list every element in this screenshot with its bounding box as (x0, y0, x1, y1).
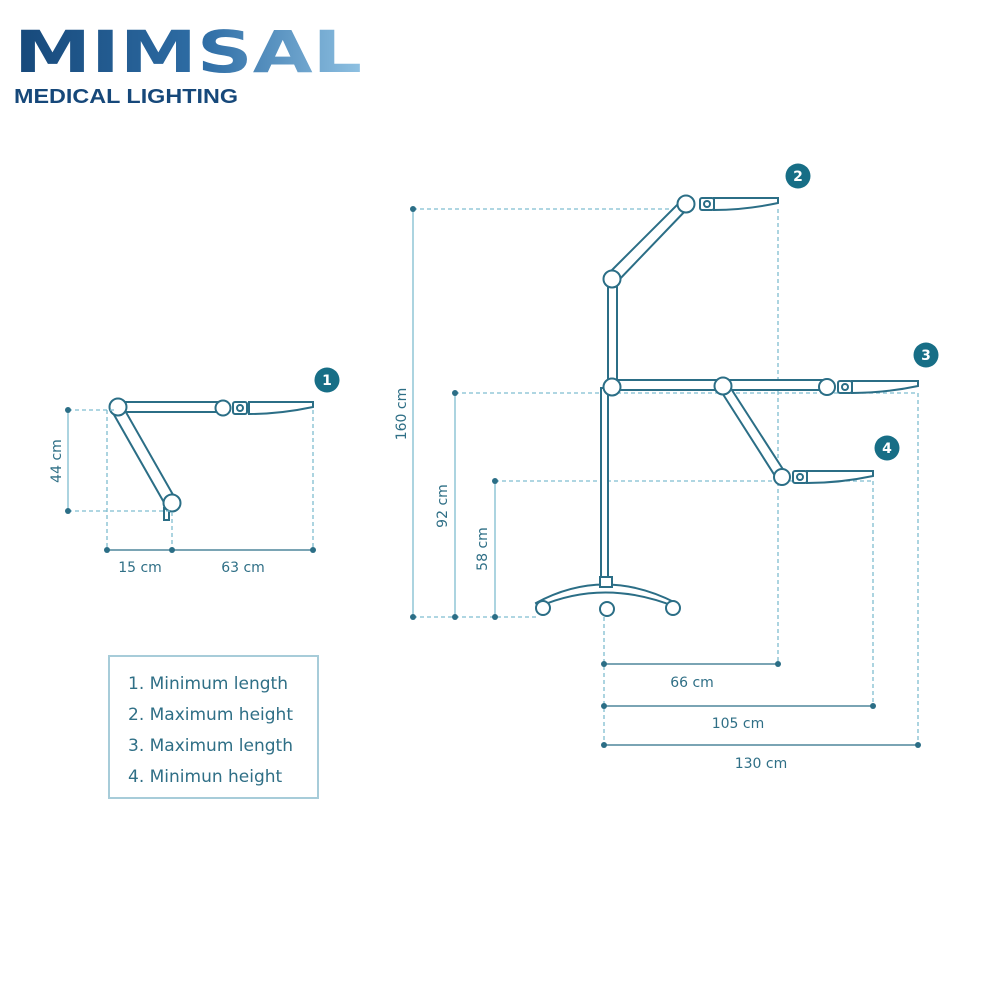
dim-endpoint (601, 742, 607, 748)
dim-endpoint (310, 547, 316, 553)
dim-label-66cm: 66 cm (670, 675, 714, 691)
marker-1: 1 (314, 367, 340, 393)
dim-endpoint (601, 703, 607, 709)
stand-lamp-drawing (534, 194, 919, 617)
dim-endpoint (915, 742, 921, 748)
marker-1-label: 1 (322, 373, 332, 389)
table-lamp-dimensions (67, 409, 314, 551)
dim-endpoint (65, 508, 71, 514)
dim-endpoint (492, 614, 498, 620)
dim-endpoint (775, 661, 781, 667)
legend-list: 1. Minimum length 2. Maximum height 3. M… (110, 657, 317, 799)
legend-item-maximum-height: 2. Maximum height (128, 705, 293, 725)
legend-item-minimum-height: 4. Minimun height (128, 767, 283, 787)
dim-label-105cm: 105 cm (712, 716, 765, 732)
dim-endpoint (65, 407, 71, 413)
dim-label-160cm: 160 cm (394, 388, 410, 441)
dim-endpoint (169, 547, 175, 553)
legend: 1. Minimum length 2. Maximum height 3. M… (108, 655, 319, 799)
marker-3: 3 (913, 342, 939, 368)
dim-label-130cm: 130 cm (735, 756, 788, 772)
logo-wordmark: MIMSAL (14, 18, 362, 86)
logo-tagline: MEDICAL LIGHTING (14, 86, 238, 108)
marker-2: 2 (785, 163, 811, 189)
stand-lamp-dimensions (412, 208, 919, 746)
marker-2-label: 2 (793, 169, 803, 185)
dim-endpoint (870, 703, 876, 709)
marker-4: 4 (874, 435, 900, 461)
dim-endpoint (104, 547, 110, 553)
dim-endpoint (410, 206, 416, 212)
mimsal-logo: MIMSAL MEDICAL LIGHTING (14, 18, 362, 108)
dim-label-58cm: 58 cm (475, 527, 491, 571)
dim-label-15cm: 15 cm (118, 560, 162, 576)
marker-4-label: 4 (882, 441, 892, 457)
legend-item-maximum-length: 3. Maximum length (128, 736, 293, 756)
dim-endpoint (452, 614, 458, 620)
dim-endpoint (452, 390, 458, 396)
dim-label-44cm: 44 cm (49, 439, 65, 483)
dim-endpoint (410, 614, 416, 620)
legend-item-minimum-length: 1. Minimum length (128, 674, 288, 694)
dim-endpoint (601, 661, 607, 667)
dim-endpoint (492, 478, 498, 484)
dim-label-92cm: 92 cm (435, 484, 451, 528)
dim-label-63cm: 63 cm (221, 560, 265, 576)
table-lamp-drawing (108, 397, 314, 521)
marker-3-label: 3 (921, 348, 931, 364)
